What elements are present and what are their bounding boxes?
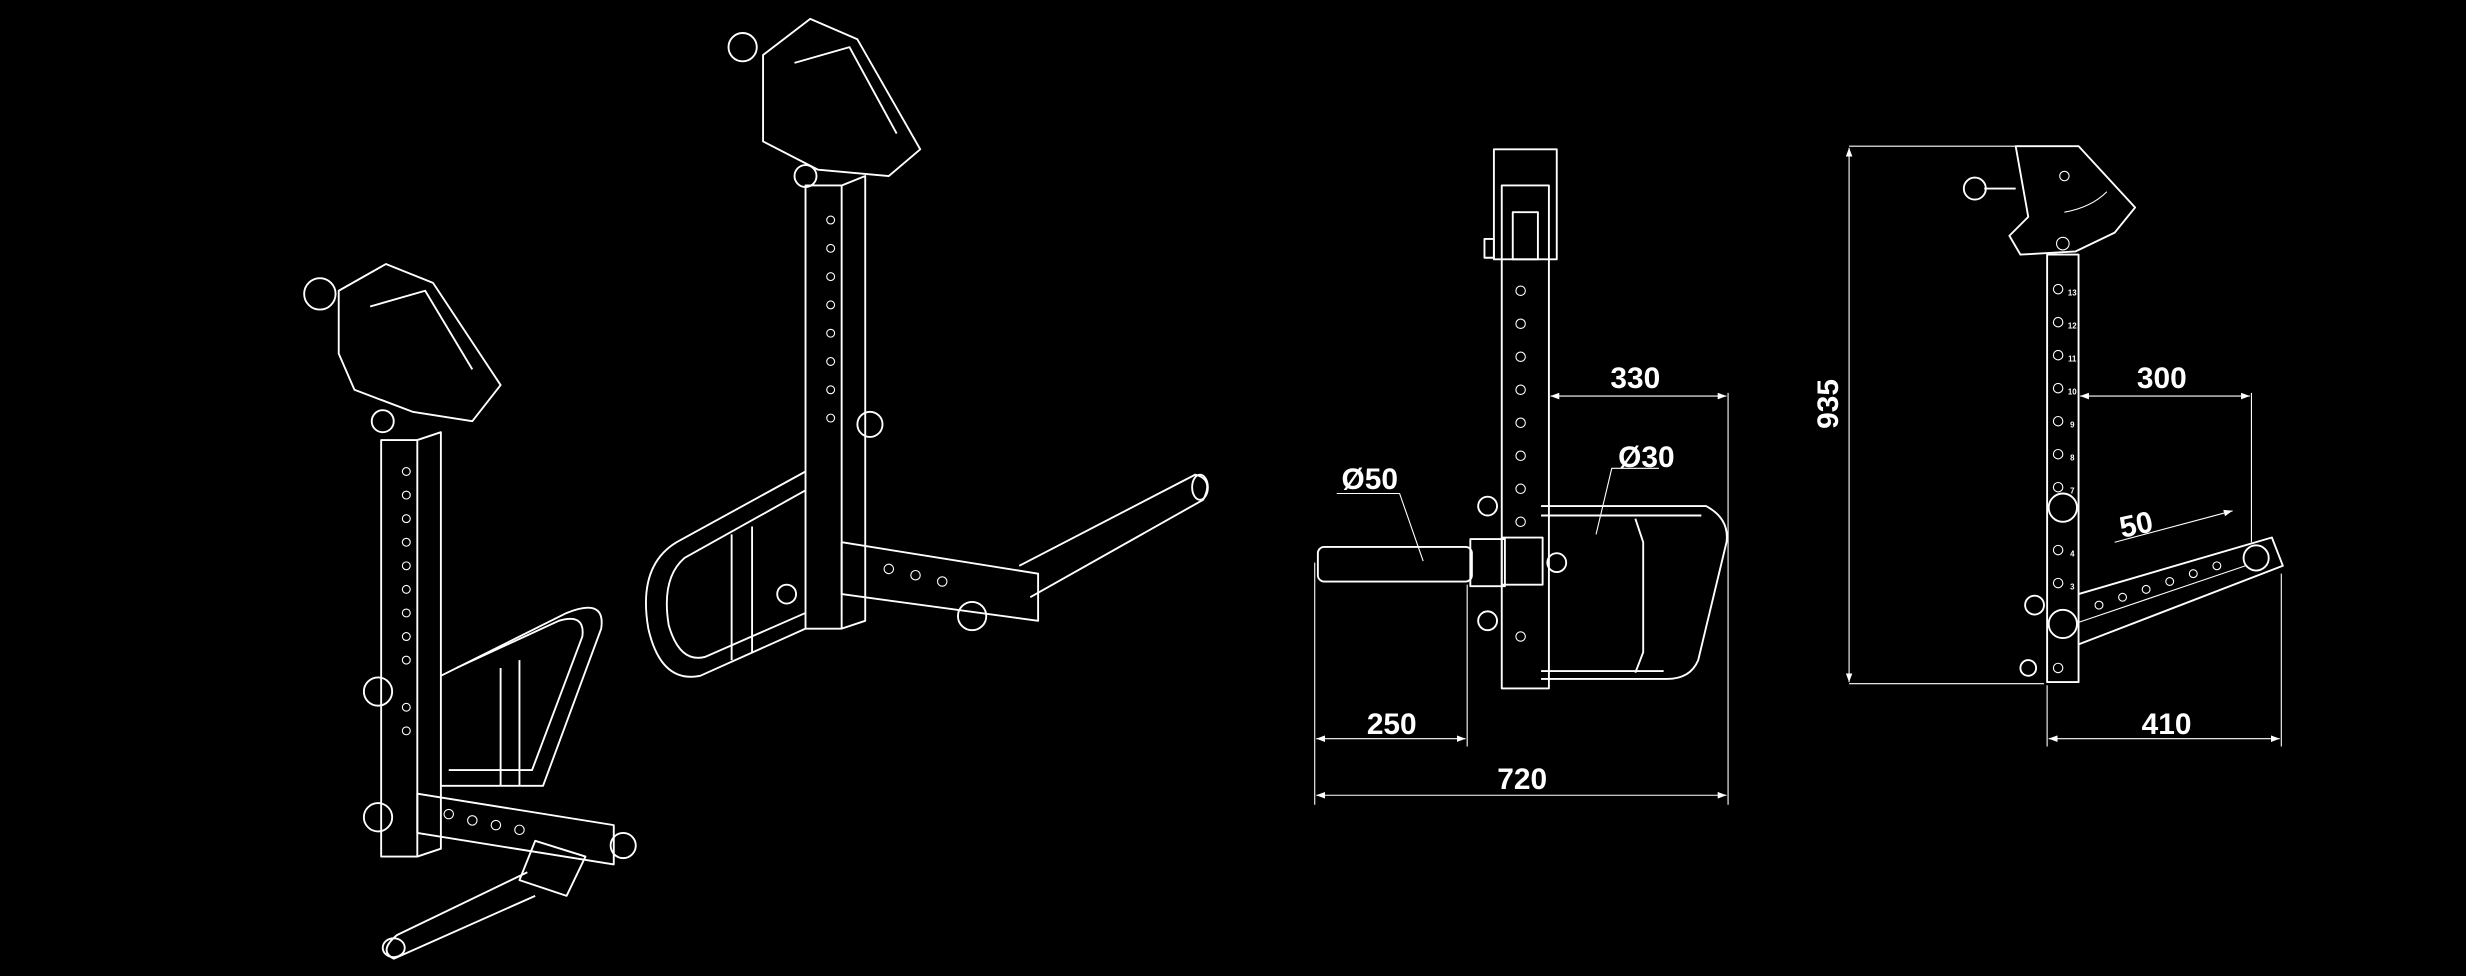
- knob-icon: [2047, 608, 2078, 640]
- dim-410: 410: [2142, 708, 2192, 741]
- column-holes: [2052, 283, 2064, 674]
- svg-text:4: 4: [2070, 549, 2075, 558]
- column-holes: [826, 215, 836, 423]
- column-holes: [1515, 285, 1526, 642]
- dim-720: 720: [1497, 763, 1547, 796]
- dim-300: 300: [2137, 362, 2187, 395]
- brand-logo: [1511, 211, 1539, 261]
- scale-numbers: 13 12 11 10 9 8 7 4 3: [2068, 288, 2077, 591]
- isometric-view-large: [645, 17, 1209, 678]
- knob-icon: [2024, 594, 2045, 616]
- knob-icon: [362, 676, 394, 707]
- front-view: 330 Ø30 Ø50 250 720: [1314, 148, 1729, 805]
- dim-diameter-30: Ø30: [1618, 441, 1674, 474]
- svg-text:3: 3: [2070, 582, 2075, 591]
- knob-icon: [609, 832, 637, 860]
- knob-icon: [1962, 176, 1987, 201]
- knob-icon: [2242, 544, 2270, 572]
- dim-diameter-50: Ø50: [1342, 463, 1398, 496]
- svg-text:13: 13: [2068, 288, 2077, 297]
- svg-text:7: 7: [2070, 487, 2075, 496]
- knob-icon: [1477, 610, 1498, 632]
- knob-icon: [1546, 552, 1568, 574]
- side-view: 13 12 11 10 9 8 7 4 3 935 300 50 410: [1812, 145, 2284, 747]
- knob-icon: [362, 802, 394, 833]
- knob-icon: [2047, 492, 2078, 523]
- column-holes: [401, 467, 411, 736]
- knob-icon: [727, 32, 758, 63]
- knob-icon: [957, 601, 988, 632]
- svg-text:9: 9: [2070, 420, 2075, 429]
- isometric-view-small: [303, 263, 637, 960]
- dim-50: 50: [2117, 505, 2156, 544]
- dim-250: 250: [1367, 708, 1417, 741]
- dim-935: 935: [1812, 379, 1845, 429]
- svg-text:8: 8: [2070, 453, 2075, 462]
- svg-text:12: 12: [2068, 321, 2077, 330]
- knob-icon: [856, 410, 884, 438]
- dim-330: 330: [1610, 362, 1660, 395]
- svg-text:10: 10: [2068, 387, 2077, 396]
- svg-text:11: 11: [2068, 354, 2077, 363]
- knob-icon: [1477, 495, 1498, 517]
- knob-icon: [303, 277, 337, 311]
